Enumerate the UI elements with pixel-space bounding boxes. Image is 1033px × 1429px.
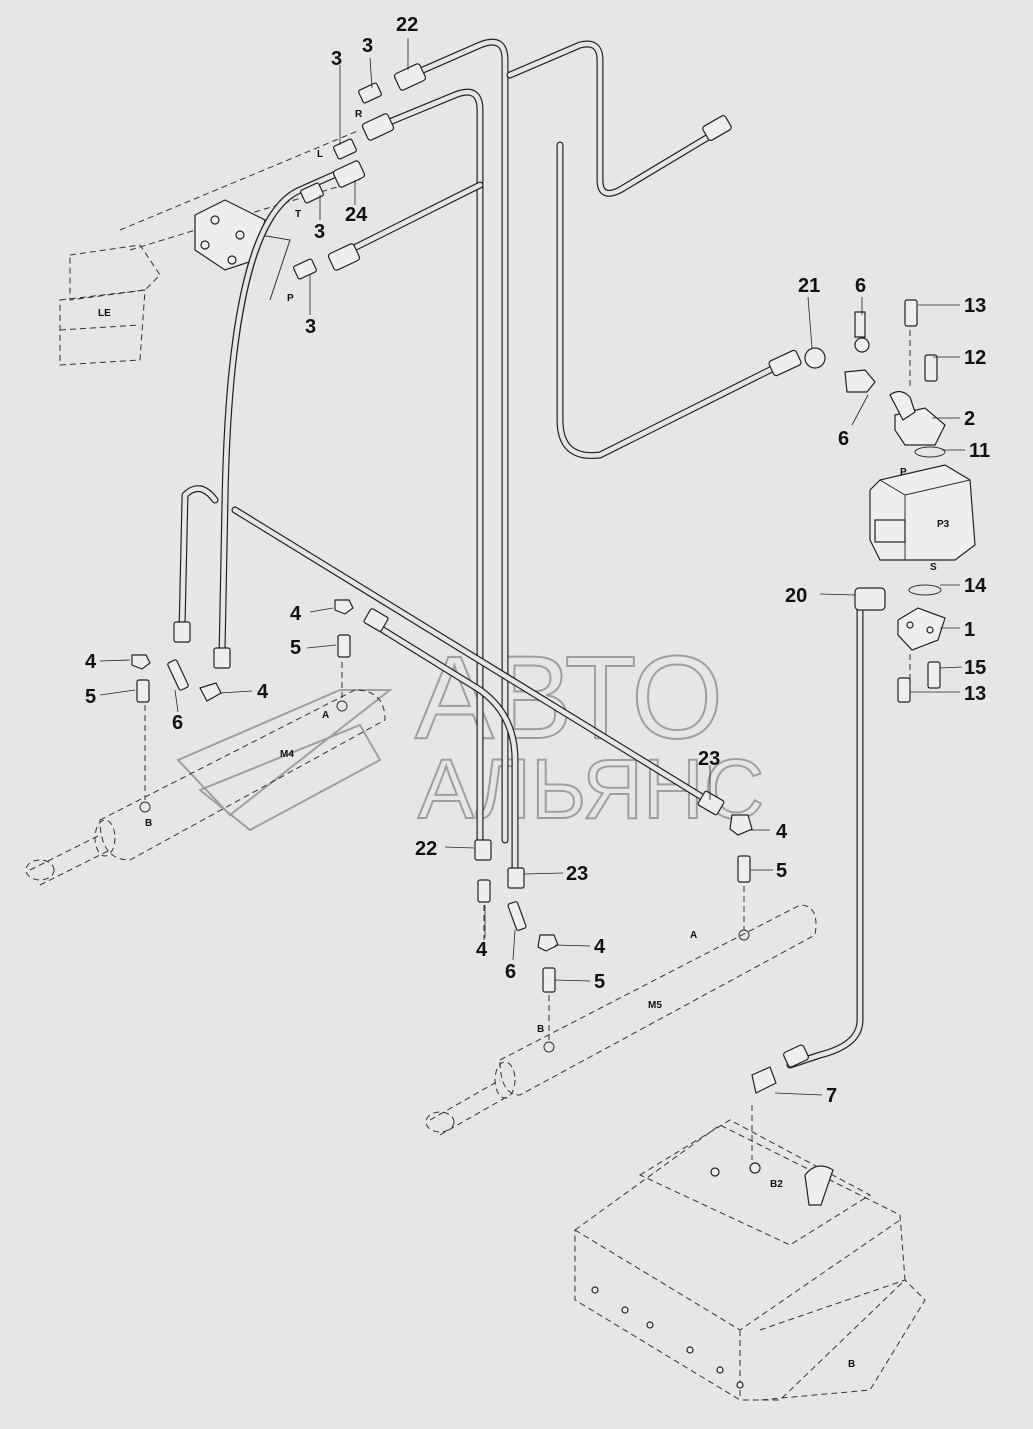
hose-24 [366, 88, 484, 854]
watermark-line-2: АЛЬЯНС [418, 742, 764, 836]
label-pump-p3: P3 [937, 519, 950, 530]
hose-21-pressure [556, 141, 794, 460]
hose-cross [231, 506, 719, 809]
callout-3-r: 3 [362, 35, 373, 57]
callout-21: 21 [798, 275, 820, 297]
label-port-r: R [355, 109, 363, 120]
hoses [178, 38, 864, 1069]
callout-5-m4-a: 5 [290, 637, 301, 659]
callout-12: 12 [964, 347, 986, 369]
callout-13-top: 13 [964, 295, 986, 317]
callout-22-bottom: 22 [415, 838, 437, 860]
label-tank-b: B [848, 1359, 855, 1370]
callout-3-p: 3 [305, 316, 316, 338]
callout-15: 15 [964, 657, 986, 679]
callout-6-center: 6 [505, 961, 516, 983]
label-tank-port-b2: B2 [770, 1179, 783, 1190]
label-port-t: T [295, 209, 301, 220]
callout-4-left-elbow: 4 [257, 681, 269, 703]
callout-3-l: 3 [331, 48, 342, 70]
callout-7: 7 [826, 1085, 837, 1107]
cylinder-m5: M5 A B [425, 904, 817, 1136]
callout-5-m5-a: 5 [776, 860, 787, 882]
callout-2: 2 [964, 408, 975, 430]
callout-23-top: 23 [698, 748, 720, 770]
callout-6-left: 6 [172, 712, 183, 734]
callout-4-center-elbow: 4 [594, 936, 606, 958]
label-pump-port-s: S [930, 562, 937, 573]
label-m4-port-a: A [322, 710, 329, 721]
hose-m4-b [178, 485, 219, 634]
callout-20: 20 [785, 585, 807, 607]
watermark-logo: АВТО АЛЬЯНС [176, 631, 765, 837]
label-port-p: P [287, 293, 294, 304]
fittings [131, 63, 941, 1094]
hydraulic-tank: B2 B [574, 1119, 926, 1401]
hose-23 [371, 621, 519, 884]
callout-24: 24 [345, 204, 368, 226]
callout-5-center: 5 [594, 971, 605, 993]
callout-6-pump: 6 [838, 428, 849, 450]
leader-lines [99, 38, 965, 1160]
hose-22-upper [396, 38, 509, 844]
callout-3-t: 3 [314, 221, 325, 243]
steering-port-letters: R L T P [287, 109, 363, 304]
callout-13-bottom: 13 [964, 683, 986, 705]
callout-4-m5-a: 4 [776, 821, 788, 843]
callout-11: 11 [969, 440, 990, 462]
callout-4-center: 4 [476, 939, 488, 961]
cylinder-m4: M4 A B [25, 689, 386, 886]
label-port-l: L [317, 149, 323, 160]
callout-4-m4-a: 4 [290, 603, 302, 625]
hose-m4-a [218, 166, 349, 659]
label-m4-port-b: B [145, 818, 152, 829]
callout-5-left: 5 [85, 686, 96, 708]
callout-1: 1 [964, 619, 975, 641]
hose-p-line [336, 181, 484, 259]
callout-23-bottom: 23 [566, 863, 588, 885]
label-cylinder-m4: M4 [280, 749, 294, 760]
callout-4-left: 4 [85, 651, 97, 673]
callouts: 22 3 3 3 24 3 21 6 13 12 6 2 11 20 14 1 … [85, 14, 990, 1107]
callout-6-top: 6 [855, 275, 866, 297]
label-steering-unit: LE [98, 308, 111, 319]
hose-return [506, 40, 724, 197]
callout-22-top: 22 [396, 14, 418, 36]
label-m5-port-b: B [537, 1024, 544, 1035]
hose-20-suction [786, 596, 864, 1069]
label-m5-port-a: A [690, 930, 697, 941]
label-pump-port-p: P [900, 467, 907, 478]
pump-p3: P P3 S [869, 390, 976, 651]
callout-14: 14 [964, 575, 987, 597]
label-cylinder-m5: M5 [648, 1000, 662, 1011]
